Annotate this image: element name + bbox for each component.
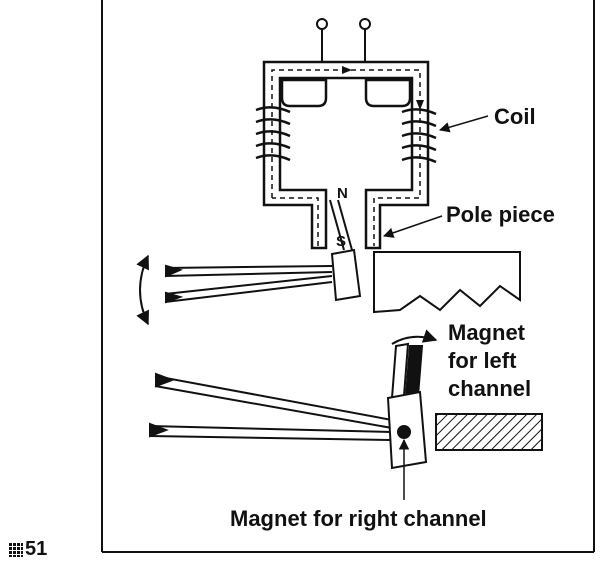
left-channel-magnet bbox=[390, 342, 424, 400]
lower-cantilever bbox=[149, 372, 393, 441]
flux-arrows bbox=[342, 66, 424, 110]
coil-terminals bbox=[316, 18, 371, 62]
lower-body bbox=[435, 413, 543, 451]
figure-mark-icon bbox=[8, 542, 23, 557]
magnet-left-label-1: Magnet bbox=[448, 320, 526, 345]
ns-magnet bbox=[329, 199, 353, 251]
pole-n-label: N bbox=[337, 185, 348, 202]
pole-s-label: S bbox=[336, 233, 346, 250]
lower-magnet-block bbox=[386, 390, 428, 470]
left-coil bbox=[255, 106, 291, 162]
figure-number-text: 51 bbox=[25, 538, 48, 560]
pole-piece-leader bbox=[383, 215, 443, 238]
rotation-arrow bbox=[391, 329, 438, 345]
magnet-left-label-2: for left bbox=[448, 348, 517, 373]
coil-label: Coil bbox=[494, 104, 536, 129]
flux-path bbox=[271, 69, 421, 246]
figure-number: 51 bbox=[8, 538, 47, 561]
magnet-left-label-3: channel bbox=[448, 376, 531, 401]
coil-leader bbox=[438, 115, 489, 133]
pole-piece-label: Pole piece bbox=[446, 202, 555, 227]
vibration-arc bbox=[136, 254, 149, 326]
magnet-right-label: Magnet for right channel bbox=[230, 506, 487, 531]
upper-cantilever bbox=[164, 264, 333, 304]
upper-body bbox=[373, 251, 521, 314]
right-coil bbox=[401, 108, 437, 164]
magnetic-core bbox=[262, 60, 430, 250]
figure-frame bbox=[101, 0, 595, 553]
upper-magnet-block bbox=[330, 248, 362, 302]
